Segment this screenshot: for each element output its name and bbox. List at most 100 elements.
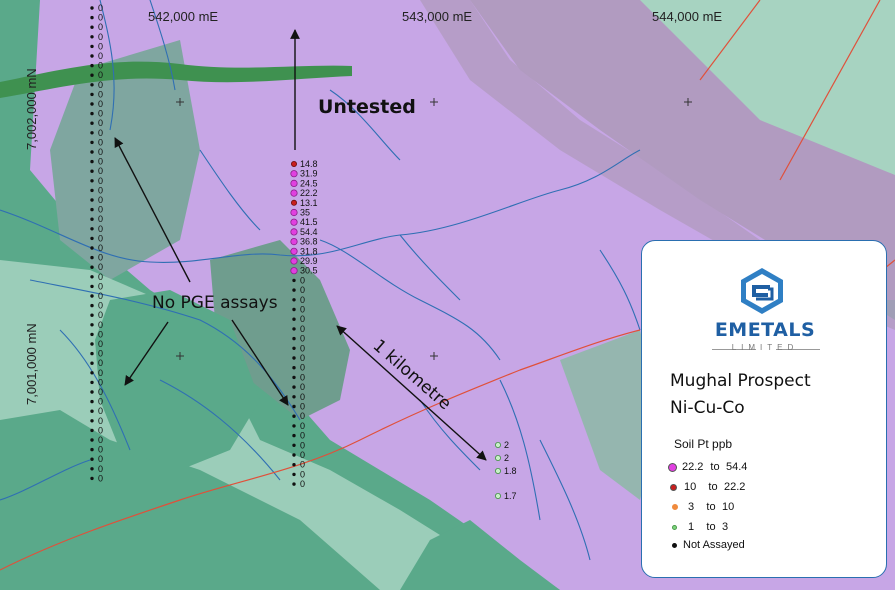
sample-point <box>90 73 94 77</box>
easting-542000: 542,000 mE <box>148 9 218 24</box>
sample-point <box>90 361 94 365</box>
sample-point <box>90 371 94 375</box>
geology-teal-block <box>50 40 200 280</box>
sample-value: 0 <box>300 402 305 412</box>
sample-point <box>290 170 298 178</box>
sample-point <box>90 342 94 346</box>
sample-value: 0 <box>98 243 103 253</box>
sample-point <box>290 179 298 187</box>
sample-value: 22.2 <box>300 188 318 198</box>
sample-point <box>292 443 296 447</box>
sample-line-east: 221.81.7 <box>494 440 517 501</box>
sample-point <box>90 419 94 423</box>
sample-point <box>90 265 94 269</box>
sample-point <box>90 380 94 385</box>
annotation-arrows <box>114 29 487 461</box>
sample-value: 0 <box>300 392 305 402</box>
geology-teal-block-2 <box>210 240 350 420</box>
sample-point <box>90 447 94 452</box>
sample-value: 31.8 <box>300 246 318 256</box>
legend-class-4-to: 3 <box>722 521 729 533</box>
sample-value: 0 <box>98 329 103 339</box>
geology-mauve-zone <box>420 0 895 300</box>
easting-544000: 544,000 mE <box>652 9 722 24</box>
sample-point <box>90 255 94 260</box>
sample-value: 0 <box>98 89 103 99</box>
sample-value: 0 <box>98 166 103 176</box>
sample-point <box>90 351 94 356</box>
sample-value: 0 <box>98 291 103 301</box>
sample-point <box>290 208 298 217</box>
legend-class-1: 22.2 to 54.4 <box>668 459 747 475</box>
legend-not-assayed: Not Assayed <box>668 537 745 553</box>
sample-point <box>292 278 296 283</box>
sample-value: 0 <box>98 118 103 128</box>
sample-point <box>290 189 298 197</box>
brand-rule-left <box>712 349 756 350</box>
sample-value: 0 <box>300 440 305 450</box>
sample-value: 0 <box>98 233 103 243</box>
legend-class-2-to-word: to <box>708 481 718 493</box>
brand-name: EMETALS <box>714 319 816 341</box>
easting-543000: 543,000 mE <box>402 9 472 24</box>
sample-point <box>292 327 296 331</box>
sample-point <box>290 160 297 167</box>
sample-value: 0 <box>300 479 305 489</box>
sample-value: 0 <box>98 128 103 138</box>
sample-point <box>90 467 94 471</box>
sample-point <box>90 476 94 481</box>
sample-value: 2 <box>504 453 509 463</box>
northing-7001000: 7,001,000 mN <box>24 323 39 405</box>
sample-point <box>292 453 296 457</box>
sample-point <box>292 366 296 370</box>
sample-value: 0 <box>98 70 103 80</box>
legend-class-2-to: 22.2 <box>724 481 746 493</box>
sample-value: 0 <box>98 253 103 263</box>
sample-point <box>90 92 94 97</box>
sample-point <box>292 375 296 380</box>
sample-value: 0 <box>98 262 103 272</box>
sample-point <box>90 159 94 164</box>
sample-value: 0 <box>98 320 103 330</box>
sample-value: 13.1 <box>300 198 318 208</box>
sample-value: 0 <box>300 421 305 431</box>
sample-value: 0 <box>98 147 103 157</box>
sample-point <box>90 313 94 317</box>
sample-value: 0 <box>98 99 103 109</box>
sample-point <box>290 199 297 206</box>
dike <box>0 61 352 98</box>
sample-value: 0 <box>98 301 103 311</box>
sample-point <box>90 6 94 10</box>
legend-swatch-2 <box>670 483 677 491</box>
sample-point <box>290 218 298 226</box>
sample-point <box>90 140 94 145</box>
no-pge-arrow-north <box>114 137 191 283</box>
legend-swatch-4 <box>672 524 677 530</box>
sample-value: 0 <box>300 382 305 392</box>
sample-value: 0 <box>98 137 103 147</box>
sample-value: 0 <box>300 431 305 441</box>
sample-point <box>90 179 94 183</box>
sample-point <box>90 284 94 289</box>
sample-value: 0 <box>98 425 103 435</box>
sample-value: 0 <box>98 195 103 205</box>
sample-point <box>292 288 296 292</box>
sample-value: 36.8 <box>300 237 318 247</box>
sample-value: 0 <box>300 334 305 344</box>
legend-class-3-to-word: to <box>706 501 716 513</box>
legend-class-3-from: 3 <box>688 501 695 513</box>
sample-value: 0 <box>300 314 305 324</box>
sample-value: 31.9 <box>300 169 318 179</box>
sample-value: 0 <box>98 224 103 234</box>
sample-value: 0 <box>98 185 103 195</box>
sample-value: 0 <box>98 406 103 416</box>
sample-point <box>292 307 296 312</box>
sample-value: 0 <box>300 275 305 285</box>
sample-point <box>292 346 296 350</box>
sample-value: 0 <box>98 349 103 359</box>
sample-value: 0 <box>98 339 103 349</box>
sample-value: 1.8 <box>504 466 517 476</box>
legend-swatch-1 <box>668 462 677 472</box>
no-pge-arrow-southeast <box>231 319 289 406</box>
sample-value: 0 <box>98 435 103 445</box>
